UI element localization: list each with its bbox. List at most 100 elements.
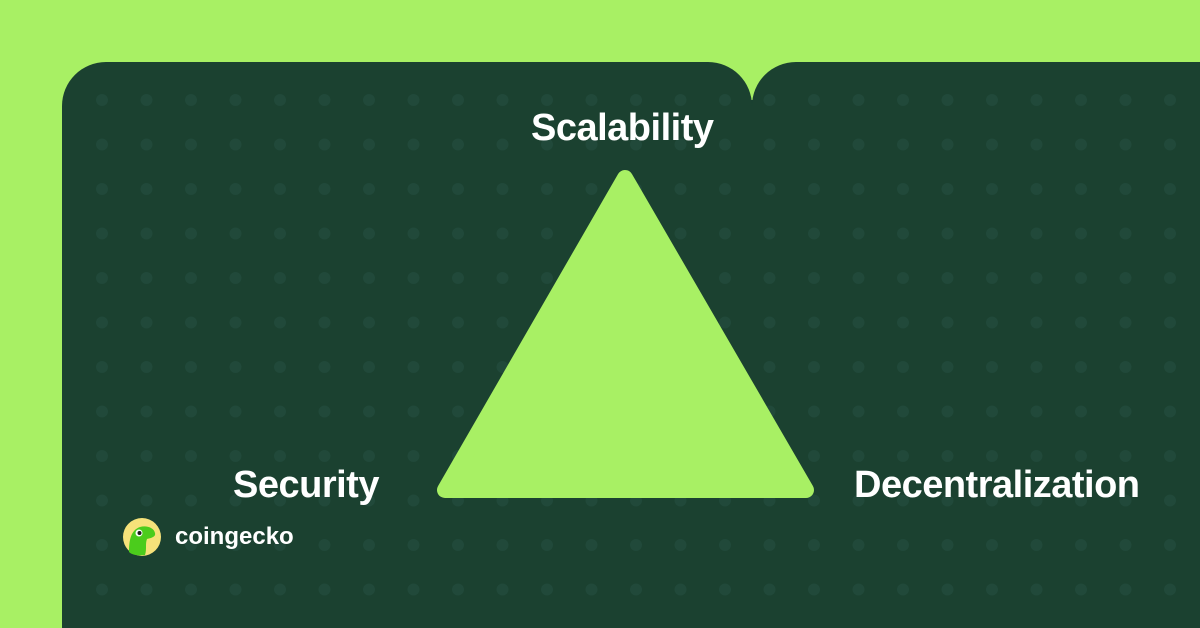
grid-dot bbox=[452, 316, 464, 329]
grid-dot bbox=[407, 272, 420, 284]
grid-dot bbox=[363, 94, 375, 106]
grid-dot bbox=[229, 272, 242, 284]
grid-dot bbox=[1075, 272, 1087, 284]
grid-dot bbox=[1164, 405, 1176, 418]
grid-dot bbox=[363, 539, 375, 551]
grid-dot bbox=[1164, 450, 1176, 462]
grid-dot bbox=[185, 272, 197, 284]
grid-dot bbox=[808, 227, 820, 240]
grid-dot bbox=[229, 405, 242, 418]
grid-dot bbox=[541, 227, 553, 240]
grid-dot bbox=[897, 583, 909, 596]
grid-dot bbox=[229, 450, 242, 462]
grid-dot bbox=[852, 450, 865, 462]
grid-dot bbox=[1119, 316, 1132, 329]
grid-dot bbox=[1119, 272, 1132, 284]
grid-dot bbox=[808, 450, 820, 462]
grid-dot bbox=[318, 227, 331, 240]
grid-dot bbox=[318, 94, 331, 106]
grid-dot bbox=[1030, 316, 1043, 329]
grid-dot bbox=[941, 494, 954, 507]
grid-dot bbox=[363, 227, 375, 240]
grid-dot bbox=[719, 272, 731, 284]
grid-dot bbox=[630, 94, 642, 106]
grid-dot bbox=[585, 138, 598, 151]
grid-dot bbox=[318, 539, 331, 551]
grid-dot bbox=[986, 272, 998, 284]
grid-dot bbox=[541, 583, 553, 596]
grid-dot bbox=[140, 316, 153, 329]
grid-dot bbox=[763, 361, 776, 373]
grid-dot bbox=[986, 94, 998, 106]
grid-dot bbox=[1164, 583, 1176, 596]
grid-dot bbox=[541, 272, 553, 284]
grid-dot bbox=[318, 316, 331, 329]
grid-dot bbox=[407, 94, 420, 106]
grid-dot bbox=[274, 361, 286, 373]
grid-dot bbox=[941, 583, 954, 596]
grid-dot bbox=[96, 272, 108, 284]
grid-dot bbox=[1119, 583, 1132, 596]
grid-dot bbox=[274, 494, 286, 507]
grid-dot bbox=[140, 272, 153, 284]
grid-dot bbox=[96, 583, 108, 596]
grid-dot bbox=[274, 272, 286, 284]
grid-dot bbox=[452, 227, 464, 240]
grid-dot bbox=[363, 494, 375, 507]
grid-dot bbox=[407, 227, 420, 240]
grid-dot bbox=[185, 138, 197, 151]
grid-dot bbox=[763, 94, 776, 106]
grid-dot bbox=[852, 272, 865, 284]
grid-dot bbox=[1164, 272, 1176, 284]
grid-dot bbox=[986, 316, 998, 329]
grid-dot bbox=[1164, 316, 1176, 329]
grid-dot bbox=[852, 183, 865, 195]
grid-dot bbox=[674, 138, 687, 151]
grid-dot bbox=[585, 539, 598, 551]
grid-dot bbox=[407, 316, 420, 329]
grid-dot bbox=[96, 405, 108, 418]
grid-dot bbox=[941, 316, 954, 329]
grid-dot bbox=[763, 138, 776, 151]
grid-dot bbox=[541, 138, 553, 151]
grid-dot bbox=[1075, 539, 1087, 551]
grid-dot bbox=[852, 227, 865, 240]
grid-dot bbox=[496, 94, 509, 106]
grid-dot bbox=[897, 450, 909, 462]
grid-dot bbox=[1119, 227, 1132, 240]
grid-dot bbox=[719, 138, 731, 151]
grid-dot bbox=[274, 94, 286, 106]
grid-dot bbox=[897, 494, 909, 507]
grid-dot bbox=[941, 405, 954, 418]
grid-dot bbox=[986, 227, 998, 240]
grid-dot bbox=[941, 227, 954, 240]
grid-dot bbox=[1119, 539, 1132, 551]
grid-dot bbox=[541, 94, 553, 106]
grid-dot bbox=[407, 583, 420, 596]
grid-dot bbox=[274, 450, 286, 462]
trilemma-triangle bbox=[437, 170, 814, 498]
grid-dot bbox=[1030, 272, 1043, 284]
grid-dot bbox=[1075, 227, 1087, 240]
grid-dot bbox=[96, 316, 108, 329]
grid-dot bbox=[986, 539, 998, 551]
grid-dot bbox=[229, 316, 242, 329]
grid-dot bbox=[318, 583, 331, 596]
grid-dot bbox=[808, 316, 820, 329]
grid-dot bbox=[986, 183, 998, 195]
grid-dot bbox=[185, 494, 197, 507]
grid-dot bbox=[452, 272, 464, 284]
grid-dot bbox=[229, 94, 242, 106]
grid-dot bbox=[1075, 450, 1087, 462]
grid-dot bbox=[986, 494, 998, 507]
grid-dot bbox=[318, 272, 331, 284]
grid-dot bbox=[318, 183, 331, 195]
grid-dot bbox=[897, 272, 909, 284]
grid-dot bbox=[719, 583, 731, 596]
grid-dot bbox=[407, 450, 420, 462]
grid-dot bbox=[1119, 138, 1132, 151]
grid-dot bbox=[318, 405, 331, 418]
grid-dot bbox=[185, 450, 197, 462]
grid-dot bbox=[140, 583, 153, 596]
grid-dot bbox=[496, 272, 509, 284]
